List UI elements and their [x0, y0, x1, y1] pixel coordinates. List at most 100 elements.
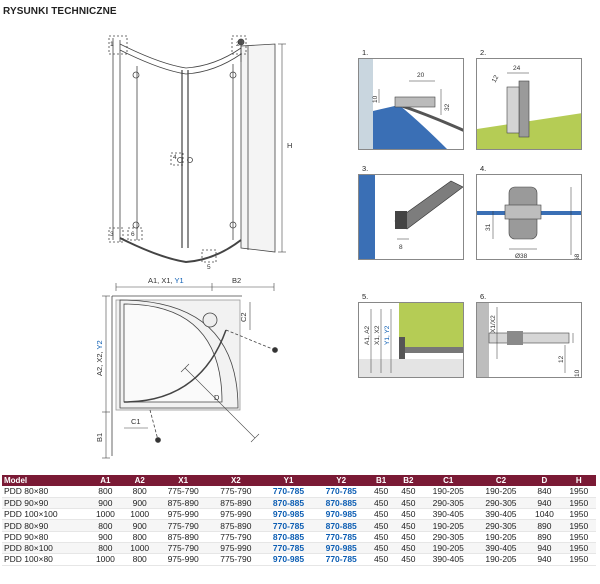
table-cell: 875-890 — [209, 497, 263, 510]
table-cell: 770-785 — [314, 486, 368, 498]
table-cell: 900 — [122, 497, 157, 510]
table-cell: PDD 90×80 — [2, 531, 89, 543]
table-cell: 190-205 — [421, 486, 475, 498]
table-cell: 290-305 — [421, 531, 475, 543]
table-cell: 890 — [527, 519, 562, 532]
table-cell: 800 — [122, 553, 157, 566]
detail-1-dim-a: 20 — [417, 72, 425, 79]
detail-marker-3: 3 — [110, 231, 114, 238]
table-cell: 975-990 — [156, 553, 210, 566]
table-cell: 1040 — [527, 508, 562, 521]
table-cell: 940 — [527, 542, 562, 555]
col-b1: B1 — [367, 475, 395, 486]
table-cell: 1000 — [122, 542, 157, 555]
detail-4-number: 4. — [480, 164, 487, 173]
table-cell: 450 — [367, 542, 395, 555]
b2-label: B2 — [232, 276, 241, 285]
table-cell: 450 — [394, 542, 422, 555]
table-cell: 870-885 — [314, 519, 368, 532]
table-cell: 390-405 — [474, 542, 528, 555]
table-cell: 290-305 — [474, 519, 528, 532]
c2-label: C2 — [239, 312, 248, 322]
table-cell: 1950 — [561, 531, 596, 543]
c1-label: C1 — [131, 417, 141, 426]
detail-1-dim-b: 10 — [372, 95, 379, 103]
detail-6-dim-b: 10 — [574, 369, 581, 377]
table-cell: 875-890 — [156, 497, 210, 510]
table-cell: 900 — [88, 531, 123, 543]
table-cell: 970-985 — [262, 553, 315, 566]
table-cell: 775-790 — [209, 486, 263, 498]
table-cell: 1000 — [122, 508, 157, 521]
detail-1-drawing: 20 10 32 — [359, 59, 463, 149]
col-b2: B2 — [394, 475, 422, 486]
detail-5-dim-b: X1, X2 — [374, 325, 381, 345]
detail-marker-5: 5 — [207, 264, 211, 271]
table-cell: 770-785 — [262, 486, 315, 498]
b1-label: B1 — [95, 433, 104, 442]
detail-1-dim-c: 32 — [444, 103, 451, 111]
table-cell: 450 — [367, 519, 395, 532]
d-label: D — [214, 393, 220, 402]
table-cell: 975-990 — [209, 542, 263, 555]
col-x2: X2 — [209, 475, 263, 486]
table-cell: 450 — [394, 508, 422, 521]
table-cell: 870-885 — [262, 497, 315, 510]
table-cell: PDD 100×100 — [2, 508, 89, 521]
table-cell: 450 — [394, 497, 422, 510]
table-cell: 190-205 — [474, 486, 528, 498]
detail-panel-6: X1/X2 10 12 — [476, 302, 582, 378]
col-a2: A2 — [122, 475, 157, 486]
table-cell: 870-885 — [314, 497, 368, 510]
detail-4-dim-b: 68 — [574, 253, 581, 260]
table-cell: 970-985 — [262, 508, 315, 521]
detail-2-number: 2. — [480, 48, 487, 57]
col-c2: C2 — [474, 475, 528, 486]
col-x1: X1 — [156, 475, 210, 486]
detail-5-number: 5. — [362, 292, 369, 301]
table-cell: 775-790 — [156, 542, 210, 555]
table-cell: 800 — [122, 531, 157, 543]
table-cell: 770-785 — [262, 542, 315, 555]
table-cell: 450 — [367, 553, 395, 566]
detail-2-drawing: 24 12 — [477, 65, 581, 149]
table-cell: PDD 80×80 — [2, 486, 89, 498]
detail-1-number: 1. — [362, 48, 369, 57]
table-cell: 875-890 — [209, 519, 263, 532]
table-cell: 900 — [122, 519, 157, 532]
table-cell: 970-985 — [314, 508, 368, 521]
technical-drawing-main: H 1 2 3 4 5 6 A1, X1, Y1 B2 A2, X2, — [95, 35, 292, 459]
col-c1: C1 — [421, 475, 475, 486]
table-cell: 775-790 — [156, 519, 210, 532]
detail-panel-5: A1, A2 X1, X2 Y1, Y2 — [358, 302, 464, 378]
table-cell: 1950 — [561, 519, 596, 532]
detail-panel-4: 31 68 Ø38 — [476, 174, 582, 260]
col-d: D — [527, 475, 562, 486]
table-cell: 450 — [394, 553, 422, 566]
table-cell: 770-785 — [314, 553, 368, 566]
detail-marker-6: 6 — [131, 231, 135, 238]
table-cell: 190-205 — [474, 553, 528, 566]
table-cell: 450 — [367, 497, 395, 510]
side-label: A2, X2, Y2 — [95, 340, 104, 376]
detail-4-dim-c: Ø38 — [515, 253, 528, 260]
table-cell: 450 — [394, 519, 422, 532]
height-label: H — [287, 141, 292, 150]
detail-marker-2: 2 — [236, 41, 240, 48]
table-cell: 840 — [527, 486, 562, 498]
col-y1: Y1 — [262, 475, 315, 486]
detail-2-dim-a: 24 — [513, 65, 521, 72]
detail-2-dim-b: 12 — [491, 74, 501, 84]
detail-marker-1: 1 — [110, 41, 114, 48]
table-cell: 1950 — [561, 497, 596, 510]
table-cell: 875-890 — [156, 531, 210, 543]
detail-panel-2: 24 12 — [476, 58, 582, 150]
table-cell: 390-405 — [421, 553, 475, 566]
table-cell: 940 — [527, 553, 562, 566]
table-cell: 1950 — [561, 542, 596, 555]
